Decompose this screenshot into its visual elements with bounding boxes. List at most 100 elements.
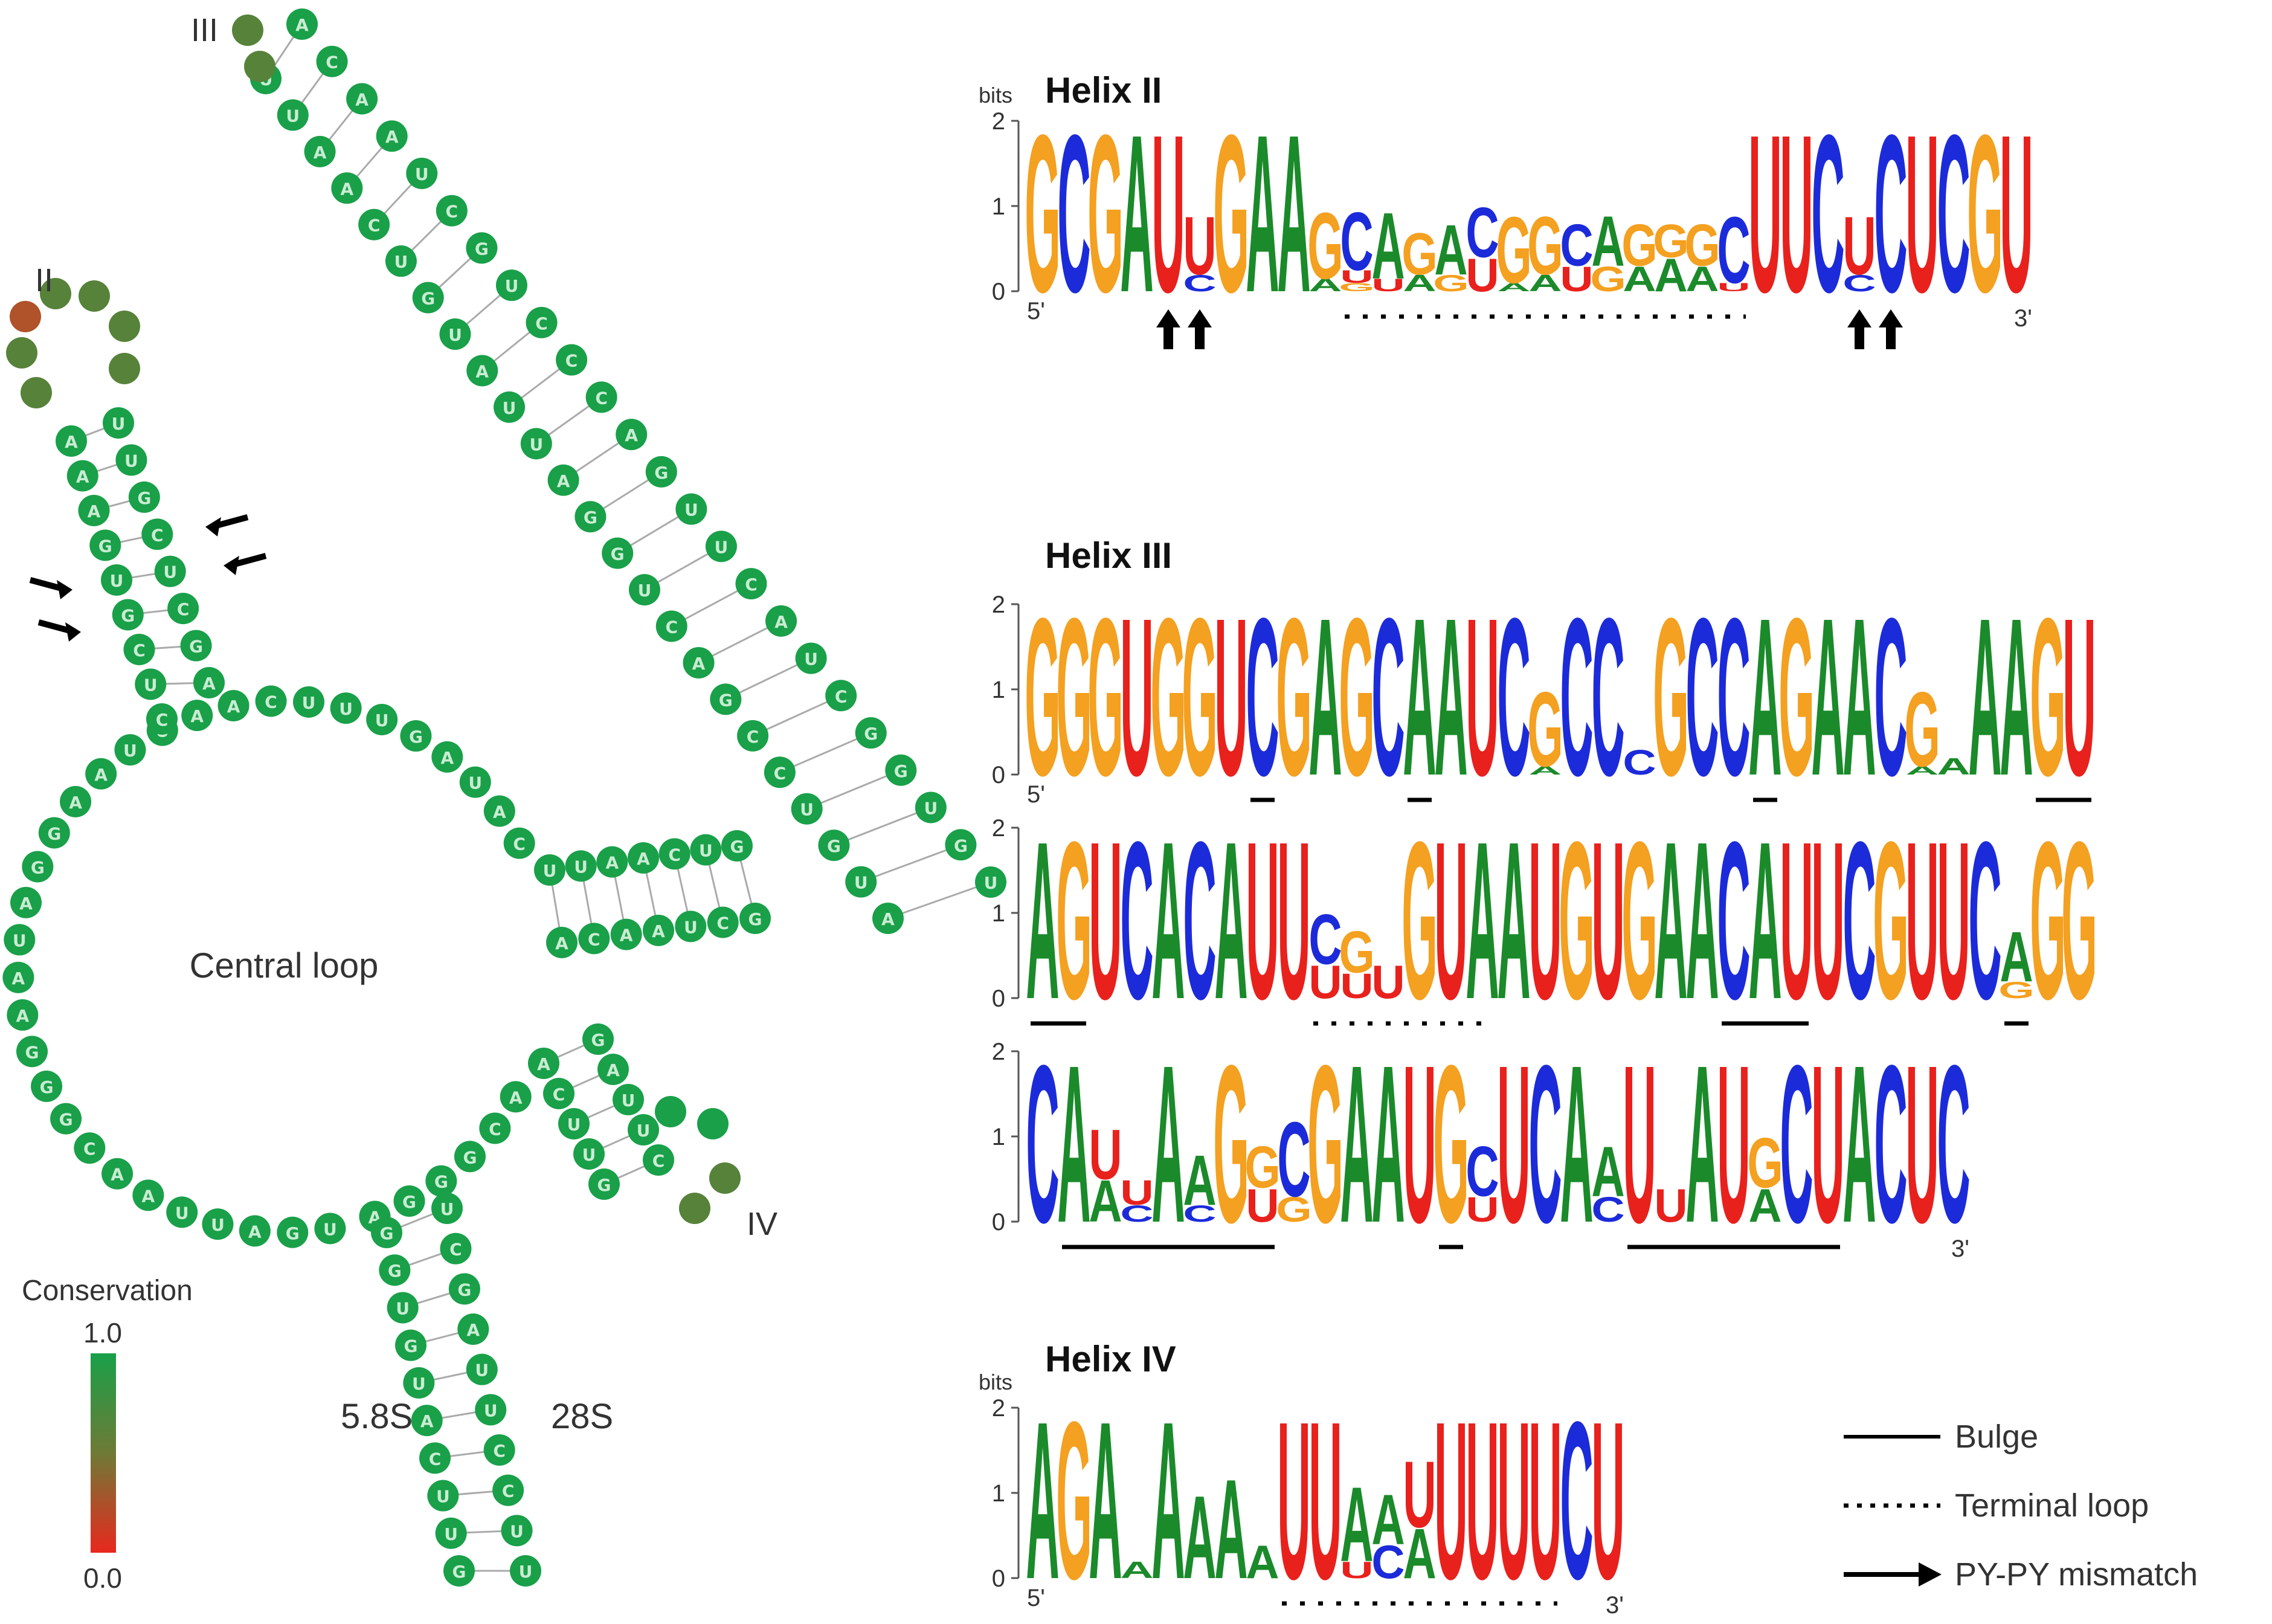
helix-iii-right-nt: C <box>556 344 588 376</box>
logo-letter: C <box>1371 1536 1405 1588</box>
logo-letter: U <box>1371 956 1405 1008</box>
logo-letter: U <box>1811 794 1844 1046</box>
helix-iii-right-nt: C <box>526 306 558 338</box>
nucleotide-letter: A <box>625 425 638 445</box>
central-loop-nt: G <box>50 1103 82 1135</box>
central-loop-nt: U <box>330 692 362 724</box>
central-loop-nt: U <box>314 1213 346 1245</box>
helix-iii-right-nt: C <box>585 381 617 413</box>
base-pair-line <box>725 657 812 700</box>
logo-letter: U <box>1340 1557 1373 1584</box>
logo-letter: C <box>1591 571 1624 822</box>
logo-letter: A <box>1151 1374 1185 1624</box>
nucleotide-letter: C <box>449 1240 462 1260</box>
nucleotide-letter: A <box>774 612 788 632</box>
logo-letter: C <box>1623 743 1656 782</box>
logo-5-prime-label: 5' <box>1027 1585 1045 1611</box>
nucleotide-letter: C <box>535 314 548 334</box>
helix-iii-label: III <box>191 12 218 48</box>
logo-letter: U <box>1717 1018 1750 1269</box>
central-loop-nt: A <box>239 1215 271 1247</box>
colorbar-max-label: 1.0 <box>83 1317 122 1348</box>
logo-letter: G <box>1213 88 1249 339</box>
helix-iii-right-nt: G <box>855 717 887 749</box>
logo-letter: G <box>1904 669 1940 788</box>
helix-iv-left-nt: G <box>588 1168 620 1200</box>
helix-ii-right-nt: U <box>103 407 134 439</box>
central-loop-nt: A <box>431 741 463 773</box>
logo-letter: G <box>1527 669 1563 788</box>
nucleotide-letter: U <box>684 500 698 520</box>
stem-58s-28s-left-nt: U <box>387 1292 419 1324</box>
logo-letter: G <box>1653 215 1688 268</box>
logo-letter: G <box>1339 280 1374 294</box>
nucleotide-letter: G <box>611 544 625 564</box>
helix-iii-left-nt: U <box>845 866 877 898</box>
nucleotide-letter: G <box>475 239 489 259</box>
helix-iii-right-nt: A <box>346 83 378 115</box>
logo-letter: A <box>1403 571 1436 822</box>
logo-letter: U <box>1905 88 1939 339</box>
logo-letter: U <box>1528 1374 1562 1624</box>
nucleotide-letter: A <box>620 926 633 946</box>
logo-y-tick-label: 0 <box>992 762 1005 788</box>
logo-letter: A <box>1120 1557 1153 1584</box>
nucleotide-letter: G <box>654 463 668 483</box>
logo-letter: A <box>1151 794 1185 1046</box>
helix-iii-right-nt: C <box>825 680 857 712</box>
helix-ii-right-nt: U <box>154 555 186 587</box>
nucleotide-letter: U <box>503 398 517 418</box>
logo-letter: A <box>1340 1018 1373 1269</box>
helix-iii-junction-left-nt: U <box>690 834 722 866</box>
logo-letter: A <box>1685 259 1719 298</box>
helix-iii-right-nt: U <box>675 493 707 525</box>
logo-letter: A <box>1811 571 1844 822</box>
logo-y-tick-label: 0 <box>992 985 1005 1012</box>
logo-letter: G <box>2061 794 2097 1046</box>
stem-58s-28s-left-nt: U <box>403 1367 435 1399</box>
logo-letter: G <box>1056 794 1092 1046</box>
logo-letter: C <box>1591 1190 1624 1229</box>
nucleotide-letter: U <box>415 164 429 184</box>
nucleotide-letter: G <box>59 1110 73 1130</box>
central-loop-nt: A <box>85 758 117 790</box>
helix-iii-loop-nt <box>244 51 275 82</box>
logo-letter: U <box>1528 794 1562 1046</box>
nucleotide-letter: A <box>295 15 309 35</box>
nucleotide-letter: A <box>142 1186 155 1206</box>
logo-letter: U <box>1308 956 1342 1008</box>
logo-letter: G <box>2030 571 2065 822</box>
logo-letter: C <box>1560 1374 1593 1624</box>
logo-letter: G <box>1433 1018 1469 1269</box>
helix-iii-left-nt: U <box>628 574 660 606</box>
helix-ii-right-nt: C <box>167 593 199 625</box>
logo-letter: A <box>1403 1515 1436 1594</box>
logo-letter: C <box>1183 794 1216 1046</box>
logo-y-tick-label: 2 <box>992 815 1005 842</box>
logo-letter: A <box>1685 1018 1719 1269</box>
logo-y-tick-label: 2 <box>992 1039 1005 1065</box>
nucleotide-letter: U <box>519 1562 533 1582</box>
nucleotide-letter: U <box>440 1199 454 1219</box>
central-loop-nt: G <box>400 720 432 752</box>
nucleotide-letter: U <box>123 741 137 761</box>
stem-58s-28s-right-nt: U <box>475 1394 507 1426</box>
nucleotide-letter: C <box>151 525 164 545</box>
helix-iii-right-nt: A <box>286 8 318 40</box>
nucleotide-letter: A <box>94 765 108 785</box>
mismatch-arrow-icon <box>1156 309 1180 349</box>
helix-ii-loop-nt <box>79 280 110 312</box>
nucleotide-letter: C <box>326 53 338 72</box>
stem-58s-28s-right-nt: U <box>510 1555 541 1587</box>
logo-letter: A <box>1120 88 1153 339</box>
logo-letter: A <box>1434 210 1467 290</box>
helix-iii-right-nt: A <box>765 605 797 637</box>
helix-ii-right-nt: A <box>193 667 225 698</box>
base-pair-line <box>887 881 991 920</box>
logo-title: Helix II <box>1045 70 1162 111</box>
stem-58s-28s-left-nt: G <box>379 1254 411 1286</box>
nucleotide-letter: U <box>924 799 938 819</box>
